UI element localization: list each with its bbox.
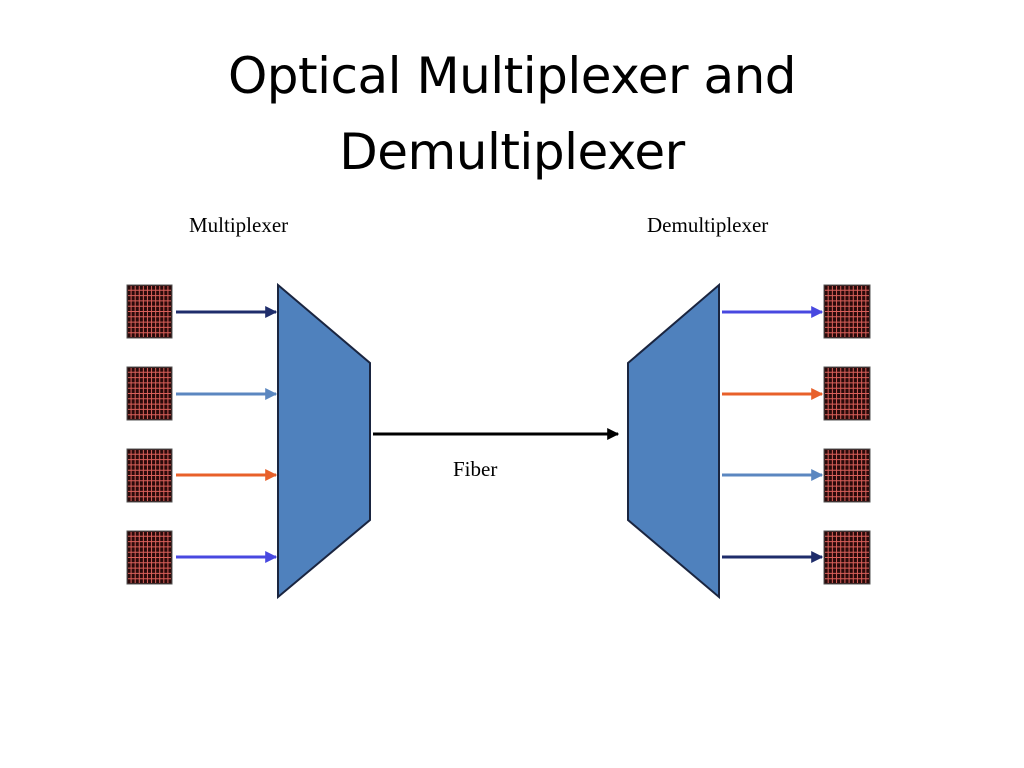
slide-title-line-1: Optical Multiplexer and — [227, 47, 797, 105]
demultiplexer-label: Demultiplexer — [647, 213, 769, 237]
input-source-2 — [126, 366, 173, 421]
output-arrows — [722, 306, 824, 563]
input-source-1 — [126, 284, 173, 339]
output-receivers — [823, 284, 871, 585]
output-receiver-3 — [823, 448, 871, 503]
input-source-3 — [126, 448, 173, 503]
output-receiver-4 — [823, 530, 871, 585]
input-sources — [126, 284, 173, 585]
fiber-label: Fiber — [453, 457, 498, 481]
slide-title-line-2: Demultiplexer — [339, 123, 685, 181]
input-source-4 — [126, 530, 173, 585]
multiplexer-shape — [277, 282, 371, 600]
output-receiver-1 — [823, 284, 871, 339]
multiplexer-label: Multiplexer — [189, 213, 289, 237]
slide-title: Optical Multiplexer and Demultiplexer — [0, 38, 1024, 190]
input-arrows — [176, 306, 278, 563]
output-receiver-2 — [823, 366, 871, 421]
demultiplexer-shape — [627, 282, 720, 600]
